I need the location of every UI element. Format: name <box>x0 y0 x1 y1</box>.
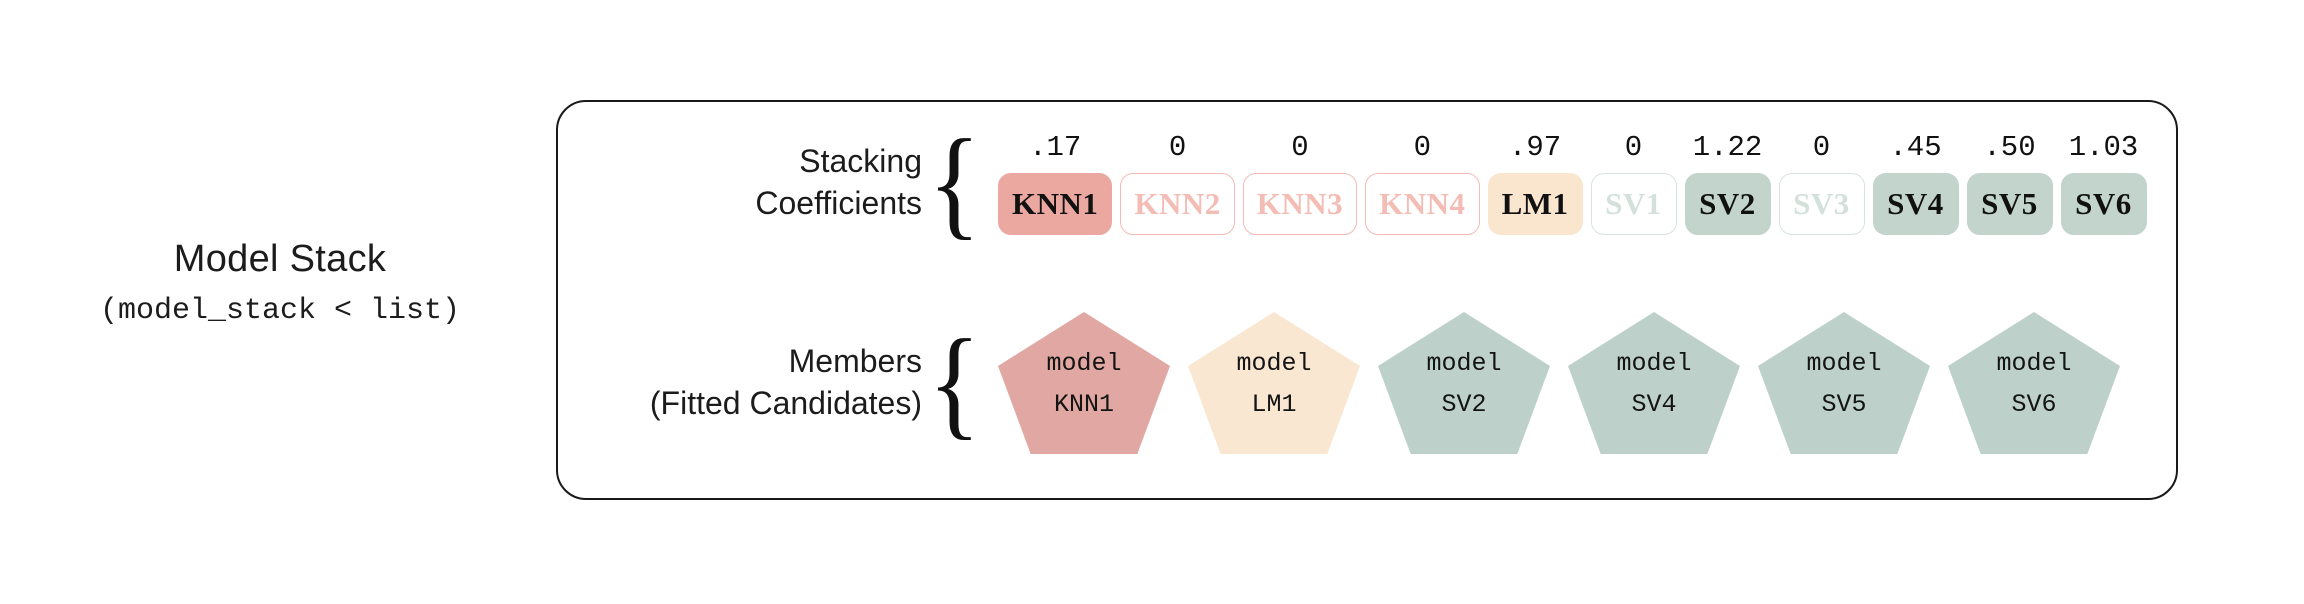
member-name: KNN1 <box>1053 389 1114 419</box>
candidate-chip-knn1[interactable]: KNN1 <box>998 173 1113 235</box>
candidate-chip-sv4[interactable]: SV4 <box>1872 173 1959 235</box>
coefficient-value: .50 <box>1983 131 2036 164</box>
coefficient-value: .97 <box>1508 131 1562 164</box>
member-prefix: model <box>1046 349 1122 379</box>
coefficient-value: 0 <box>1413 131 1432 164</box>
candidate-chip-knn4[interactable]: KNN4 <box>1365 173 1480 235</box>
candidate-chip-knn3[interactable]: KNN3 <box>1242 173 1358 235</box>
member-name: SV5 <box>1821 389 1867 419</box>
stacking-coefficients-label: Stacking Coefficients <box>558 141 928 224</box>
member-name: LM1 <box>1251 389 1297 419</box>
member-name: SV6 <box>2011 389 2057 419</box>
model-stack-outer-label: Model Stack (model_stack < list) <box>80 236 480 328</box>
members-label-line2: (Fitted Candidates) <box>649 385 922 421</box>
coefficient-value: 1.03 <box>2068 131 2139 164</box>
coefficient-value: 0 <box>1624 131 1643 164</box>
page-subtitle: (model_stack < list) <box>99 293 461 328</box>
member-prefix: model <box>1236 349 1312 379</box>
member-name: SV4 <box>1631 389 1677 419</box>
curly-brace-icon: { <box>928 314 981 451</box>
members-label: Members (Fitted Candidates) <box>558 341 928 424</box>
coefficient-value: 0 <box>1812 131 1831 164</box>
members-label-line1: Members <box>788 343 922 380</box>
page-title: Model Stack <box>173 238 387 280</box>
stacking-coefficients-label-line2: Coefficients <box>755 184 922 221</box>
coefficient-value: 0 <box>1291 131 1309 164</box>
coefficient-value: 0 <box>1168 131 1187 164</box>
candidate-chip-sv6[interactable]: SV6 <box>2060 173 2147 235</box>
candidate-chip-knn2[interactable]: KNN2 <box>1120 173 1235 235</box>
member-prefix: model <box>1806 349 1882 379</box>
candidate-chip-lm1[interactable]: LM1 <box>1487 173 1583 235</box>
coefficient-value: .17 <box>1029 131 1082 164</box>
candidate-chip-sv1[interactable]: SV1 <box>1590 173 1677 235</box>
member-prefix: model <box>1616 349 1692 379</box>
member-prefix: model <box>1996 349 2072 379</box>
stacking-coefficients-label-line1: Stacking <box>799 142 922 179</box>
member-name: SV2 <box>1441 389 1487 419</box>
candidate-chip-sv2[interactable]: SV2 <box>1684 173 1771 235</box>
member-prefix: model <box>1426 349 1502 379</box>
candidate-chip-sv3[interactable]: SV3 <box>1778 173 1865 235</box>
coefficient-value: .45 <box>1889 131 1942 164</box>
curly-brace-icon: { <box>928 113 981 251</box>
coefficient-value: 1.22 <box>1692 131 1763 164</box>
candidate-chip-sv5[interactable]: SV5 <box>1966 173 2053 235</box>
